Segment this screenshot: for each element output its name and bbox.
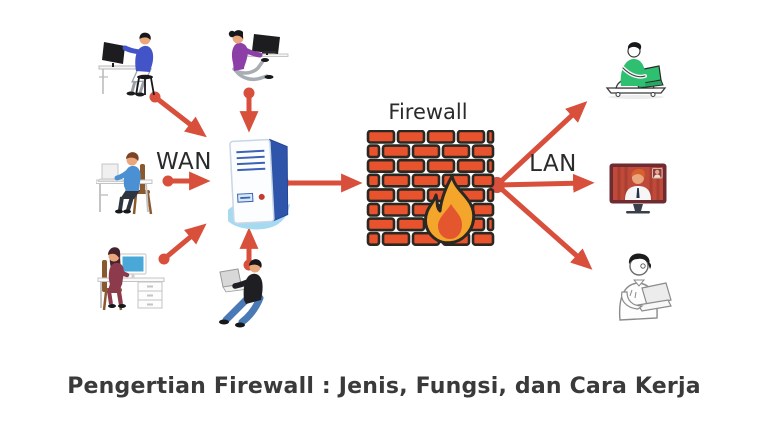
arrow-dot (162, 175, 174, 187)
firewall-brick-wall-icon (366, 130, 495, 246)
server-tower-icon (228, 138, 290, 230)
person-desktop-blue-icon (98, 32, 155, 97)
wan-label: WAN (156, 149, 212, 175)
arrow-firewall-to-lan-top (495, 101, 588, 187)
lan-label: LAN (529, 151, 577, 177)
arrow-firewall-to-lan-middle (496, 173, 595, 193)
flame-icon (423, 174, 476, 245)
person-desktop-purple-icon (228, 30, 289, 82)
video-call-monitor-icon (609, 163, 667, 214)
arrow-dot (243, 87, 255, 99)
arrow-dot (149, 91, 161, 103)
page-title: Pengertian Firewall : Jenis, Fungsi, dan… (67, 374, 701, 399)
person-laptop-lineart-icon (618, 253, 672, 321)
arrow-firewall-to-lan-bottom (495, 183, 593, 270)
arrow-bottomleft-to-server (162, 223, 207, 261)
person-laptop-black-icon (219, 259, 264, 328)
arrow-dot (158, 253, 170, 265)
person-desktop-maroon-icon (97, 247, 165, 311)
person-laptop-teal-icon (96, 152, 153, 215)
firewall-label: Firewall (388, 100, 468, 124)
arrow-topleft-to-server (153, 95, 207, 138)
person-laptop-green-icon (605, 42, 667, 99)
